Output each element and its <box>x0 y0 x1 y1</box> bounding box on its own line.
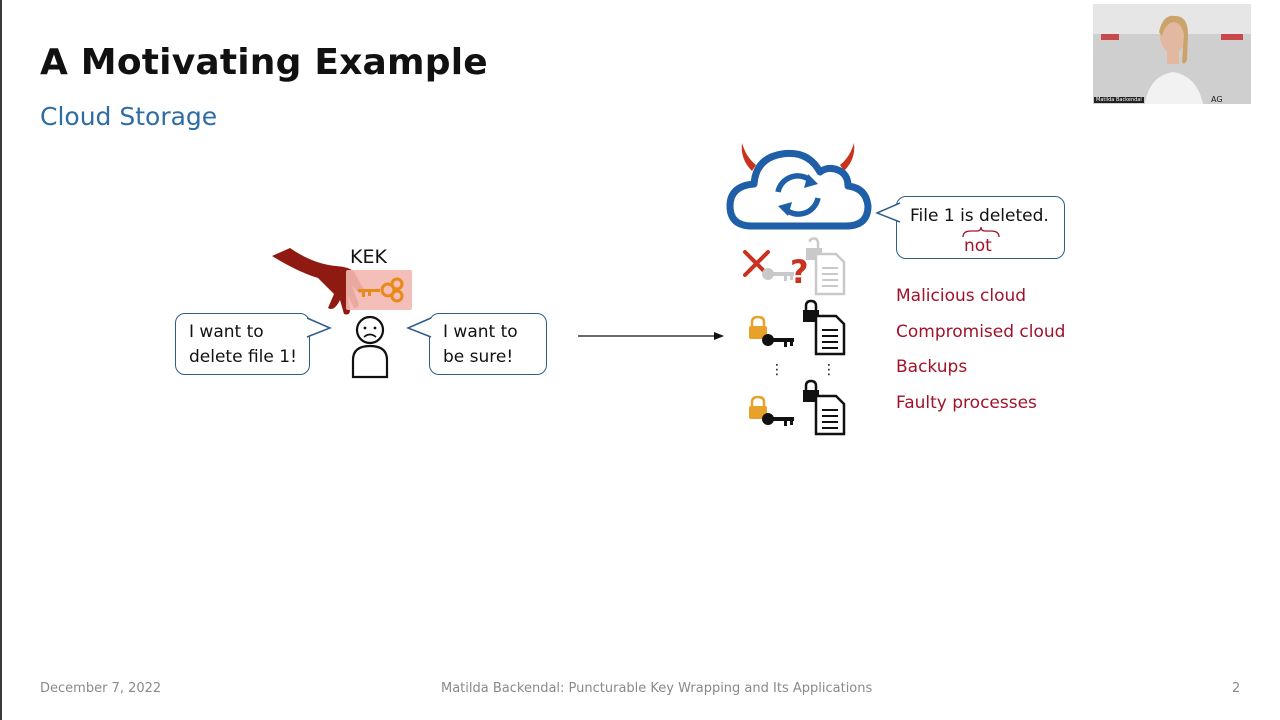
arrow-icon <box>578 332 724 340</box>
cloud-bubble-text: File 1 is deleted. <box>910 206 1049 226</box>
key-icon <box>762 268 794 281</box>
bubble-tail-cloud <box>875 202 903 223</box>
correction-text: not <box>964 236 992 256</box>
question-icon: ? <box>790 253 809 291</box>
lock-icon <box>749 315 767 339</box>
cloud-speech-bubble: File 1 is deleted. not <box>896 196 1065 259</box>
footer-title: Matilda Backendal: Puncturable Key Wrapp… <box>441 681 873 696</box>
key-icon <box>762 334 794 347</box>
devil-horn-icon <box>840 143 855 171</box>
svg-text:?: ? <box>790 253 809 291</box>
devil-horn-icon <box>741 143 756 171</box>
document-icon <box>803 299 846 356</box>
slide-edge <box>0 0 2 720</box>
speech-bubble-sure: I want to be sure! <box>429 313 547 375</box>
bubble-tail-left <box>305 317 332 338</box>
footer-page-number: 2 <box>1232 681 1241 696</box>
key-icon <box>762 413 794 426</box>
reason-backups: Backups <box>896 357 968 377</box>
slide-subtitle: Cloud Storage <box>40 102 218 131</box>
webcam-name-label: Matilda Backendal <box>1094 97 1144 103</box>
slide-title: A Motivating Example <box>40 42 488 83</box>
correction-brace <box>962 226 1000 238</box>
bubble-sure-text: I want to be sure! <box>443 322 518 367</box>
kek-label: KEK <box>350 246 387 268</box>
vertical-dots-right: ⋮ <box>822 362 836 378</box>
key-icon <box>358 277 404 303</box>
document-icon <box>803 379 846 436</box>
presenter-image: AG <box>1093 4 1251 104</box>
svg-text:AG: AG <box>1211 95 1223 104</box>
document-icon <box>806 237 846 296</box>
webcam-video: AG Matilda Backendal <box>1093 4 1251 104</box>
footer-date: December 7, 2022 <box>40 681 162 696</box>
vertical-dots-left: ⋮ <box>770 362 784 378</box>
reason-compromised-cloud: Compromised cloud <box>896 322 1066 342</box>
speech-bubble-delete: I want to delete file 1! <box>175 313 310 375</box>
hand-icon <box>272 248 364 315</box>
bubble-delete-text: I want to delete file 1! <box>189 322 297 367</box>
bubble-tail-right <box>406 317 434 338</box>
reason-faulty-processes: Faulty processes <box>896 393 1037 413</box>
lock-icon <box>749 395 767 419</box>
cloud-sync-icon <box>726 149 872 230</box>
reason-malicious-cloud: Malicious cloud <box>896 286 1027 306</box>
person-icon <box>351 315 389 379</box>
